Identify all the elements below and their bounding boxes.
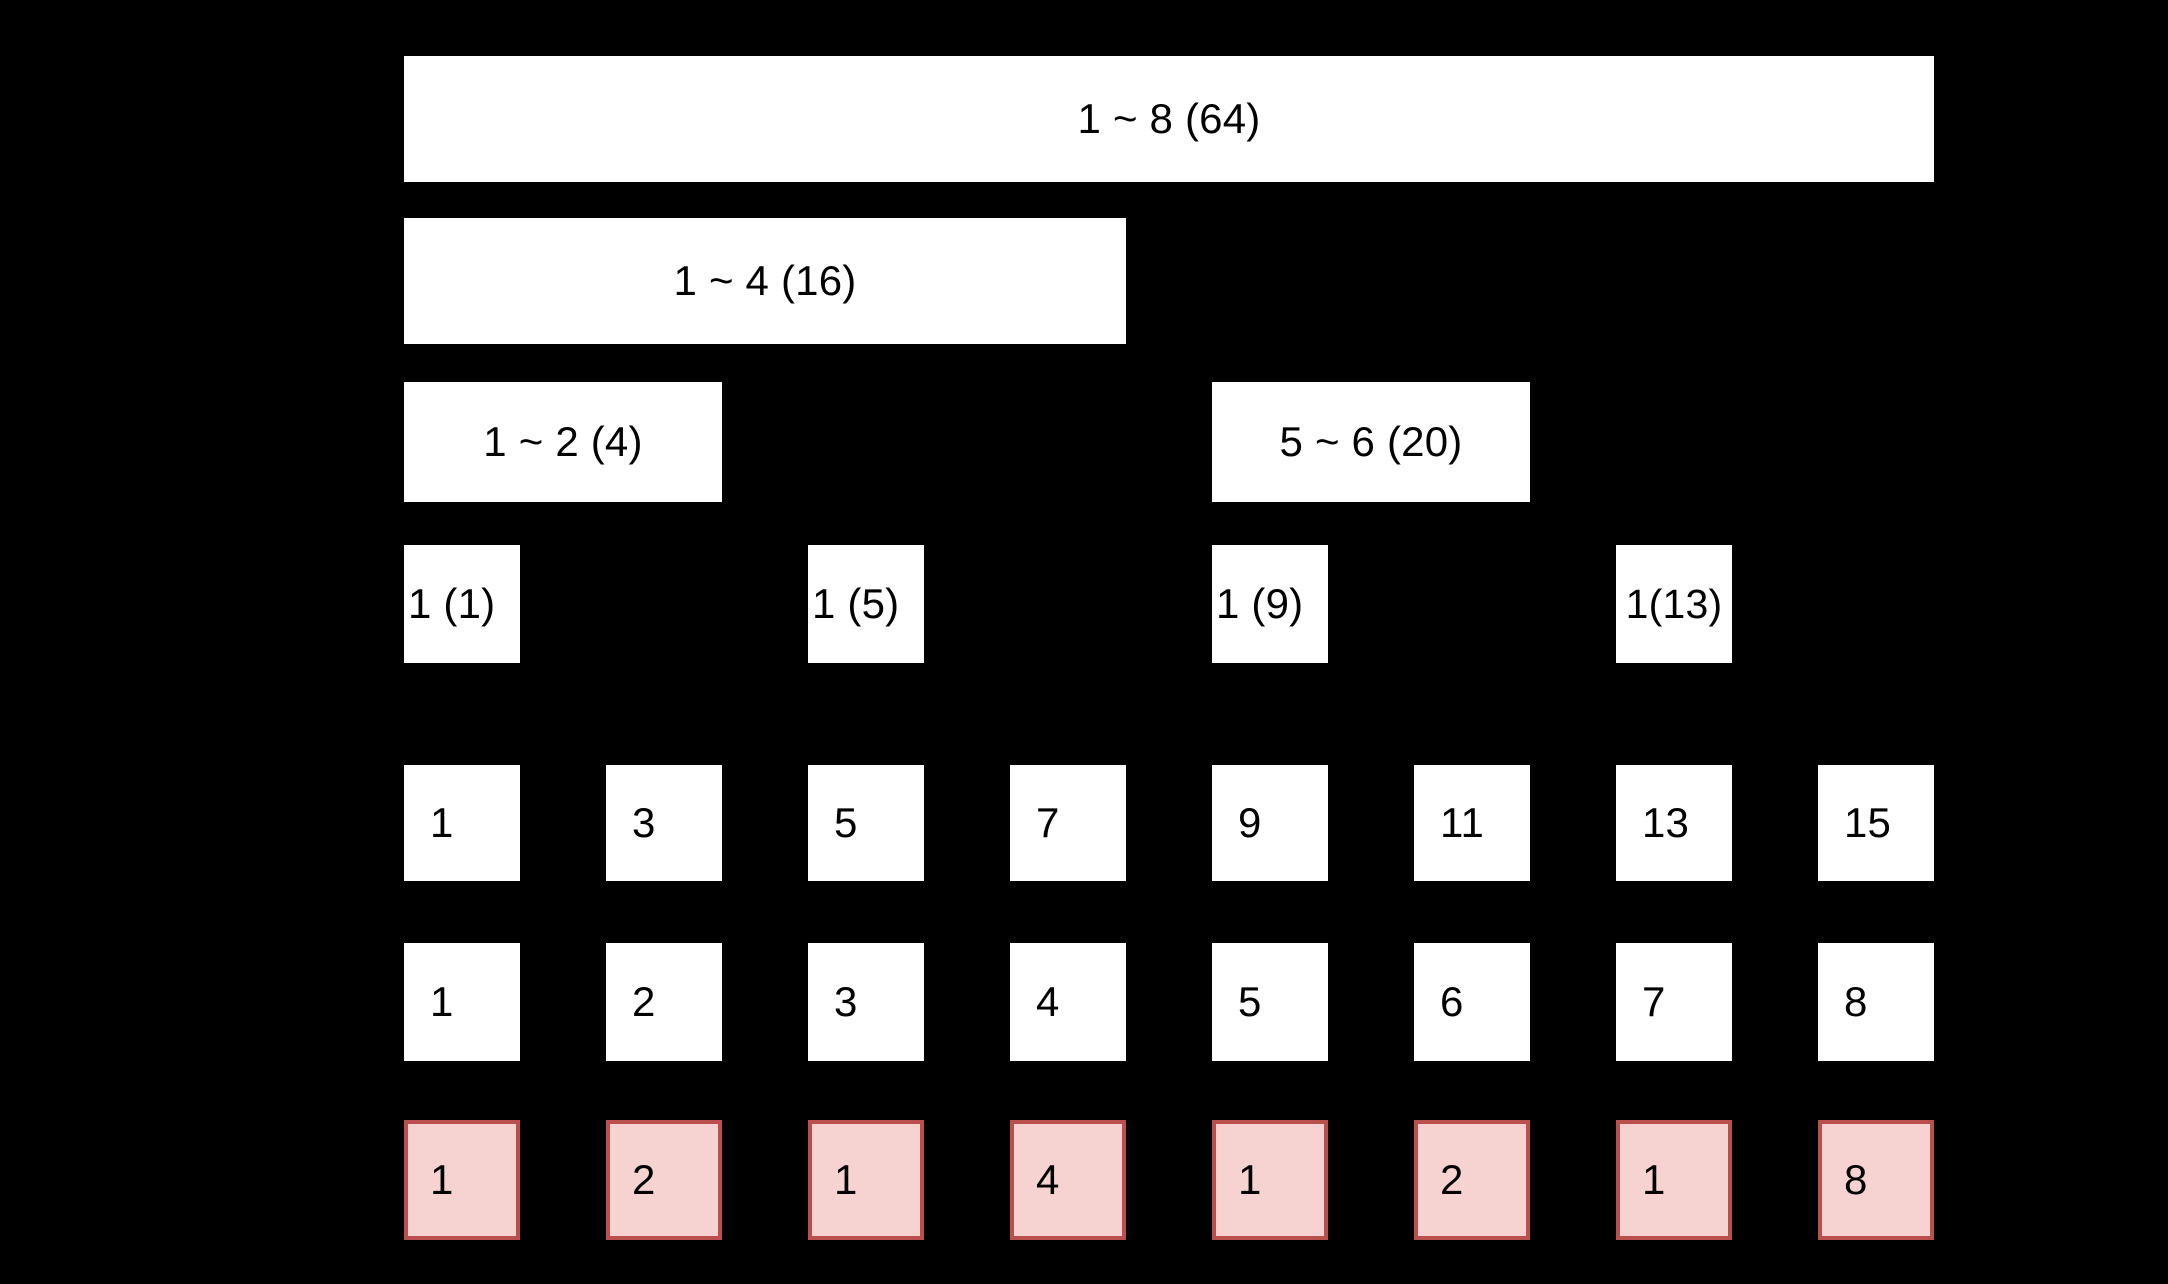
node-lowbit-values-1: 2 (606, 1120, 722, 1240)
node-index-values-6: 7 (1616, 943, 1732, 1061)
node-lowbit-values-0: 1 (404, 1120, 520, 1240)
node-lowbit-values-7: 8 (1818, 1120, 1934, 1240)
node-level-1-0: 1 (1) (404, 545, 520, 663)
node-level-8-0: 1 ~ 8 (64) (404, 56, 1934, 182)
node-level-1-3: 1(13) (1616, 545, 1732, 663)
node-index-values-0: 1 (404, 943, 520, 1061)
node-level-2-1: 5 ~ 6 (20) (1212, 382, 1530, 502)
node-odd-values-6: 13 (1616, 765, 1732, 881)
node-odd-values-3: 7 (1010, 765, 1126, 881)
node-index-values-5: 6 (1414, 943, 1530, 1061)
node-index-values-4: 5 (1212, 943, 1328, 1061)
node-lowbit-values-6: 1 (1616, 1120, 1732, 1240)
node-level-1-2: 1 (9) (1212, 545, 1328, 663)
node-lowbit-values-5: 2 (1414, 1120, 1530, 1240)
node-level-4-0: 1 ~ 4 (16) (404, 218, 1126, 344)
node-odd-values-7: 15 (1818, 765, 1934, 881)
node-level-1-1: 1 (5) (808, 545, 924, 663)
node-odd-values-0: 1 (404, 765, 520, 881)
node-lowbit-values-4: 1 (1212, 1120, 1328, 1240)
node-odd-values-5: 11 (1414, 765, 1530, 881)
node-odd-values-1: 3 (606, 765, 722, 881)
node-level-2-0: 1 ~ 2 (4) (404, 382, 722, 502)
node-index-values-3: 4 (1010, 943, 1126, 1061)
node-lowbit-values-3: 4 (1010, 1120, 1126, 1240)
node-lowbit-values-2: 1 (808, 1120, 924, 1240)
node-index-values-7: 8 (1818, 943, 1934, 1061)
node-odd-values-2: 5 (808, 765, 924, 881)
node-odd-values-4: 9 (1212, 765, 1328, 881)
node-index-values-2: 3 (808, 943, 924, 1061)
node-index-values-1: 2 (606, 943, 722, 1061)
